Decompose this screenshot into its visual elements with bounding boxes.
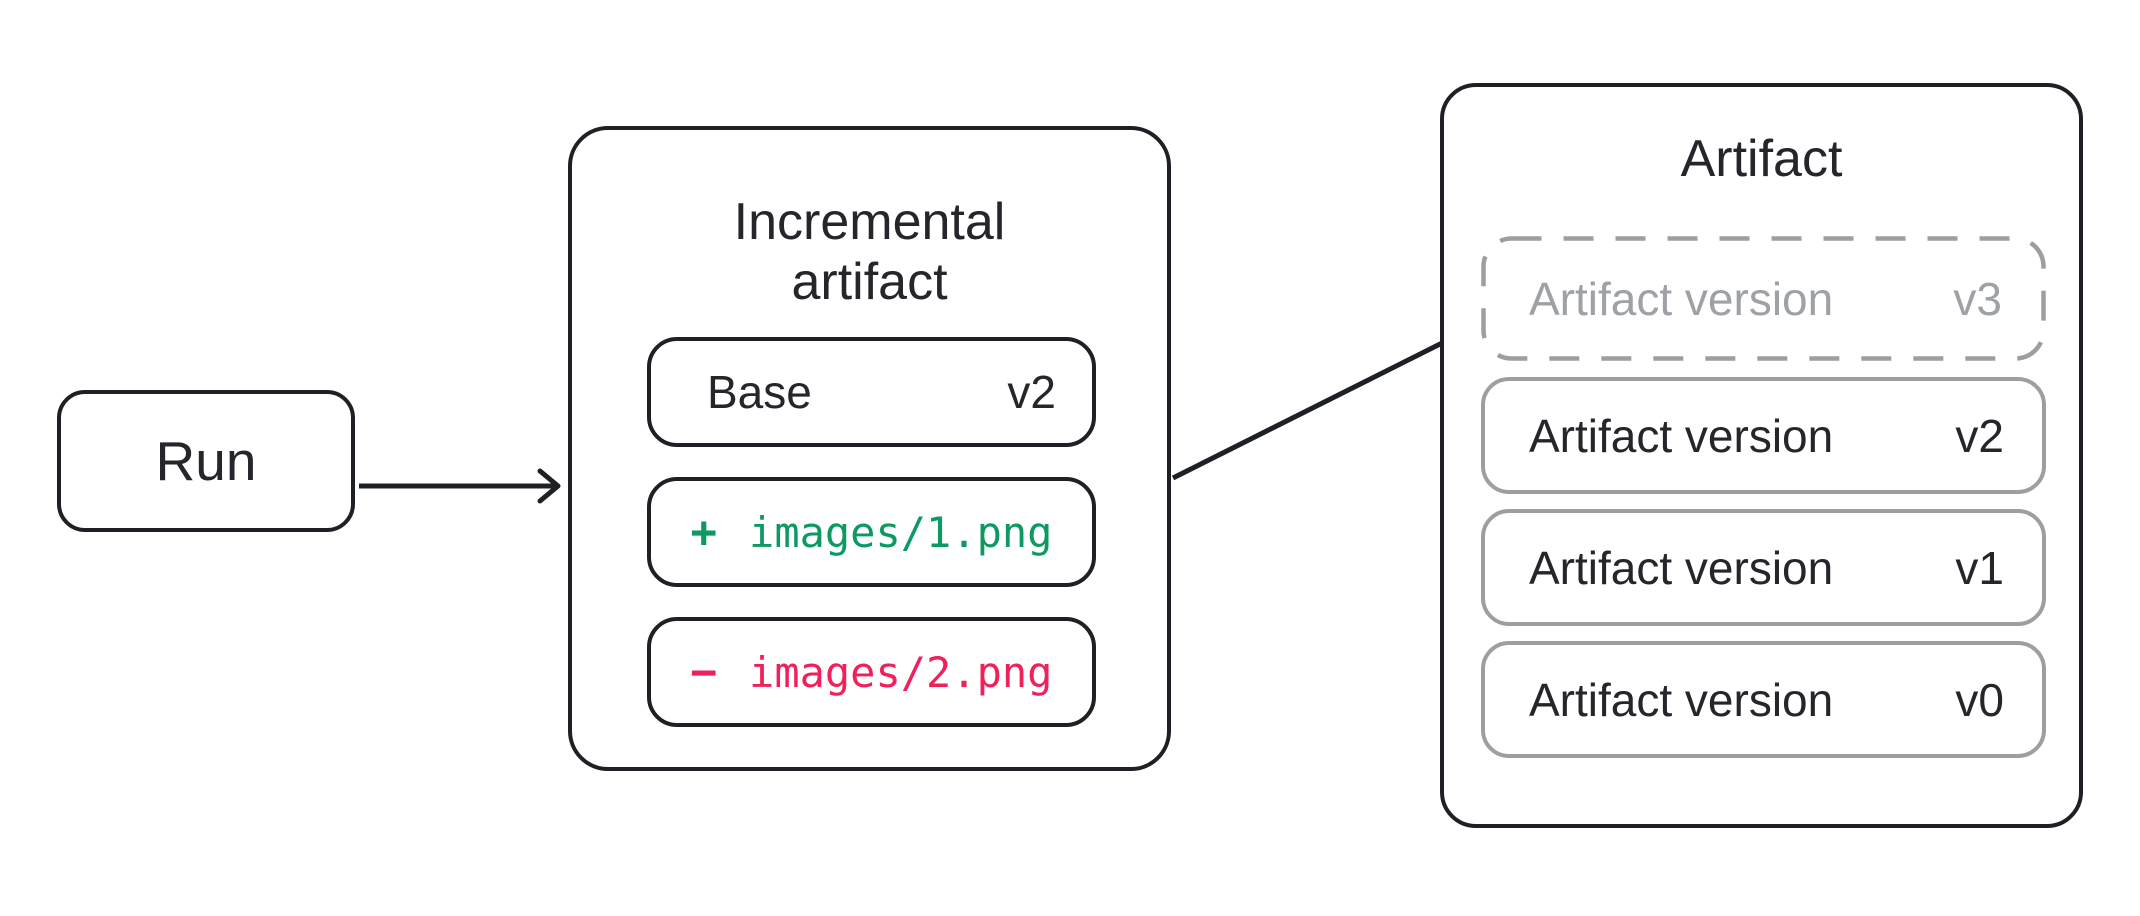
version-chip-v0: Artifact version v0 bbox=[1481, 641, 2046, 758]
pending-version-label: Artifact version bbox=[1529, 272, 1834, 325]
base-version-chip: Base v2 bbox=[647, 337, 1096, 447]
version-label: Artifact version bbox=[1529, 541, 1834, 594]
version-number: v2 bbox=[1955, 409, 2004, 462]
minus-icon: − bbox=[690, 646, 718, 698]
added-file-path: images/1.png bbox=[749, 507, 1053, 557]
artifact-title: Artifact bbox=[1680, 130, 1843, 188]
added-file-chip: + images/1.png bbox=[647, 477, 1096, 587]
run-node: Run bbox=[57, 390, 355, 532]
base-label: Base bbox=[707, 366, 812, 418]
removed-file-chip: − images/2.png bbox=[647, 617, 1096, 727]
arrow-incremental-to-artifact bbox=[1171, 323, 1469, 481]
version-chip-v1: Artifact version v1 bbox=[1481, 509, 2046, 626]
incremental-artifact-node: Incremental artifact Base v2 + images/1.… bbox=[568, 126, 1171, 771]
run-label: Run bbox=[155, 430, 257, 492]
version-number: v0 bbox=[1955, 673, 2004, 726]
version-label: Artifact version bbox=[1529, 673, 1834, 726]
version-chip-v2: Artifact version v2 bbox=[1481, 377, 2046, 494]
version-label: Artifact version bbox=[1529, 409, 1834, 462]
plus-icon: + bbox=[690, 506, 718, 558]
version-number: v1 bbox=[1955, 541, 2004, 594]
artifact-node: Artifact Artifact version v3 Artifact ve… bbox=[1440, 83, 2083, 828]
incremental-artifact-title: Incremental artifact bbox=[733, 193, 1006, 312]
removed-file-path: images/2.png bbox=[749, 647, 1053, 697]
pending-version-number: v3 bbox=[1953, 272, 2002, 325]
pending-version-chip: Artifact version v3 bbox=[1481, 236, 2046, 361]
base-version-number: v2 bbox=[1007, 366, 1056, 418]
